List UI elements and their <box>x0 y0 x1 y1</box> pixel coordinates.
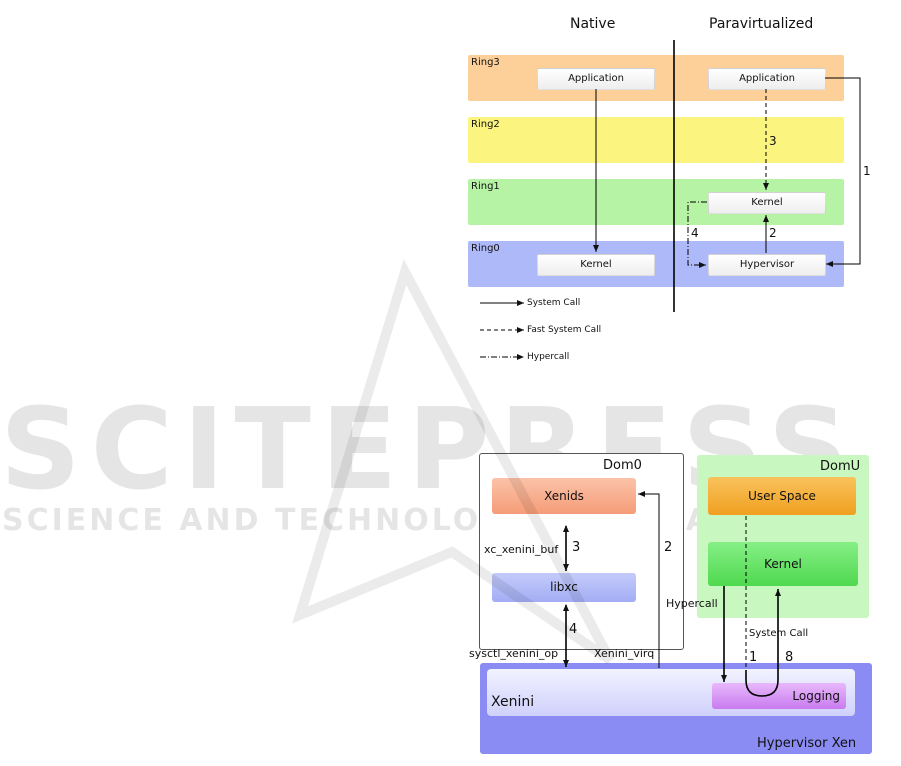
libxc-box: libxc <box>492 573 636 602</box>
logging-box: Logging <box>712 683 846 709</box>
xenini-virq-arrow <box>638 491 660 668</box>
legend-system-call: System Call <box>527 298 581 308</box>
watermark-sub: SCIENCE AND TECHNOLOGY PUBLICATIONS <box>2 503 829 538</box>
ring1-label: Ring1 <box>471 181 500 192</box>
para-kernel-box: Kernel <box>708 192 826 214</box>
para-application-box: Application <box>708 68 826 90</box>
legend-fast-system-call: Fast System Call <box>527 325 602 335</box>
domu-title: DomU <box>820 459 861 474</box>
d1-number-1: 1 <box>863 164 871 178</box>
xenini-label: Xenini <box>491 694 535 710</box>
native-header: Native <box>570 16 616 32</box>
syscall-loop-arrow <box>745 589 781 697</box>
sysctl-xenini-op-label: sysctl_xenini_op <box>469 647 559 660</box>
hypercall-label: Hypercall <box>666 597 718 610</box>
user-space-box: User Space <box>708 477 856 515</box>
native-kernel-box: Kernel <box>537 254 655 276</box>
legend-hypercall: Hypercall <box>527 352 570 362</box>
d1-number-2: 2 <box>769 226 777 240</box>
xc-xenini-buf-label: xc_xenini_buf <box>484 543 559 556</box>
d2-number-8: 8 <box>785 650 794 665</box>
d2-number-4: 4 <box>569 622 578 637</box>
ring2-label: Ring2 <box>471 119 500 130</box>
para-syscall-arrow-1 <box>825 77 861 267</box>
ring3-label: Ring3 <box>471 57 500 68</box>
paravirtualized-header: Paravirtualized <box>709 16 814 32</box>
para-hypervisor-box: Hypervisor <box>708 254 826 276</box>
domu-kernel-label: Kernel <box>764 557 802 571</box>
ring2-band: Ring2 <box>468 117 844 163</box>
logging-label: Logging <box>792 689 840 703</box>
domu-kernel-box: Kernel <box>708 542 858 586</box>
xenids-label: Xenids <box>544 489 584 503</box>
ring0-label: Ring0 <box>471 243 500 254</box>
d1-number-4: 4 <box>691 226 699 240</box>
d1-number-3: 3 <box>769 134 777 148</box>
d2-number-1: 1 <box>749 650 758 665</box>
hypercall-arrow-4 <box>687 201 707 268</box>
libxc-label: libxc <box>550 580 578 594</box>
user-space-label: User Space <box>748 489 816 503</box>
d2-number-3: 3 <box>572 540 581 555</box>
xenini-virq-label: Xenini_virq <box>594 647 655 660</box>
watermark-shape <box>292 258 615 665</box>
d2-number-2: 2 <box>664 540 673 555</box>
xenids-box: Xenids <box>492 478 636 514</box>
hypervisor-xen-title: Hypervisor Xen <box>757 736 857 751</box>
dom0-title: Dom0 <box>603 458 642 473</box>
